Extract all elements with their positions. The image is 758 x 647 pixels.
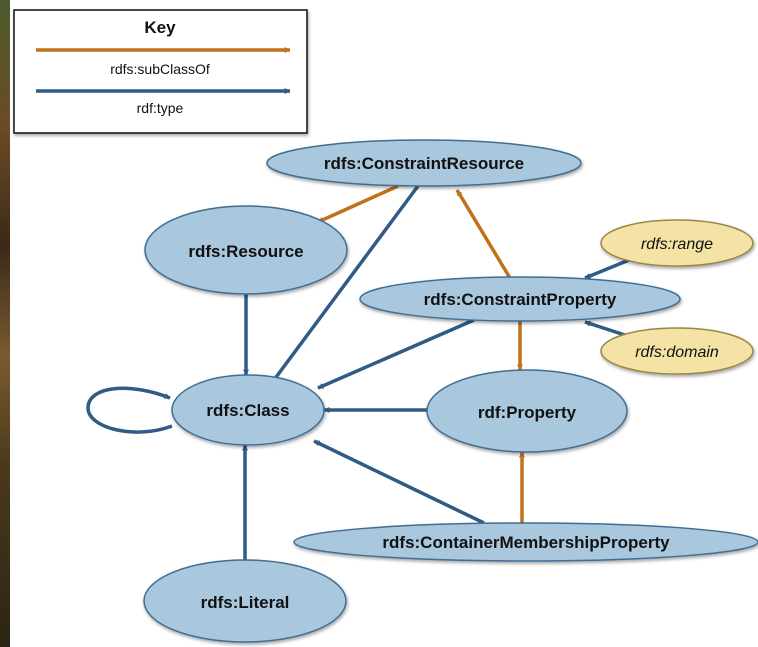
node-property: rdf:Property xyxy=(426,369,628,453)
node-literal-label: rdfs:Literal xyxy=(201,593,290,612)
edge-class-type-class-loop xyxy=(86,386,173,434)
node-class: rdfs:Class xyxy=(171,374,325,446)
node-property-label: rdf:Property xyxy=(478,403,577,422)
node-resource: rdfs:Resource xyxy=(144,205,348,295)
node-range-label: rdfs:range xyxy=(641,236,713,253)
edge-constraintproperty-type-class xyxy=(317,318,475,390)
node-container-membership-property-shape xyxy=(293,522,758,562)
key-box: Key rdfs:subClassOf rdf:type xyxy=(13,9,308,134)
node-literal: rdfs:Literal xyxy=(143,559,347,643)
node-range-shape xyxy=(600,219,754,267)
edge-constraintproperty-subclass-constraintresource xyxy=(455,189,512,279)
node-property-shape xyxy=(426,369,628,453)
key-type-label: rdf:type xyxy=(137,100,184,116)
node-domain-label: rdfs:domain xyxy=(635,344,719,361)
node-constraint-resource-shape xyxy=(266,139,582,187)
node-constraint-property: rdfs:ConstraintProperty xyxy=(359,276,681,322)
node-container-membership-property-label: rdfs:ContainerMembershipProperty xyxy=(382,533,670,552)
node-constraint-resource-label: rdfs:ConstraintResource xyxy=(324,154,524,173)
node-resource-shape xyxy=(144,205,348,295)
background-photo-strip xyxy=(0,0,10,647)
node-range: rdfs:range xyxy=(600,219,754,267)
edge-constraintresource-type-class xyxy=(266,184,420,390)
node-class-shape xyxy=(171,374,325,446)
node-domain: rdfs:domain xyxy=(600,327,754,375)
type-edges xyxy=(86,184,635,560)
subclass-edges xyxy=(317,184,525,523)
node-literal-shape xyxy=(143,559,347,643)
edge-containermembership-type-class xyxy=(313,439,485,525)
node-constraint-resource: rdfs:ConstraintResource xyxy=(266,139,582,187)
key-subclassof-label: rdfs:subClassOf xyxy=(110,61,210,77)
node-resource-label: rdfs:Resource xyxy=(188,242,303,261)
node-container-membership-property: rdfs:ContainerMembershipProperty xyxy=(293,522,758,562)
node-class-label: rdfs:Class xyxy=(206,401,289,420)
node-domain-shape xyxy=(600,327,754,375)
node-constraint-property-label: rdfs:ConstraintProperty xyxy=(424,290,617,309)
key-title: Key xyxy=(144,18,176,37)
edge-range-type-constraintproperty xyxy=(584,256,635,280)
key-frame xyxy=(13,9,308,134)
node-constraint-property-shape xyxy=(359,276,681,322)
edge-constraintresource-subclass-resource xyxy=(317,184,399,224)
